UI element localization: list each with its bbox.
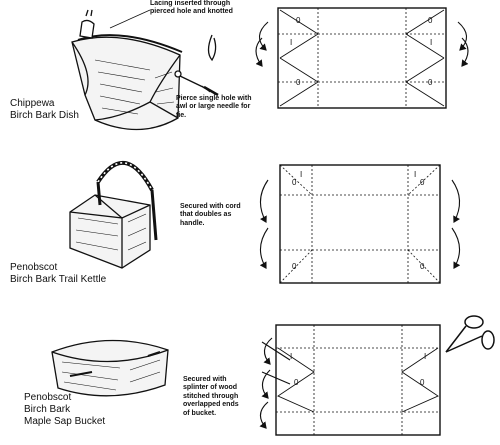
- fold-mark-valley: 0: [292, 262, 297, 271]
- dish-pierce-note: Pierce single hole with awl or large nee…: [176, 95, 251, 120]
- fold-mark-mountain: I: [424, 352, 427, 361]
- kettle-title: Penobscot Birch Bark Trail Kettle: [10, 262, 106, 286]
- fold-mark-valley: 0: [428, 16, 433, 25]
- bucket-illustration: [51, 339, 169, 397]
- bucket-title-line: Birch Bark: [24, 404, 71, 415]
- dish-illustration: [71, 9, 219, 131]
- note-line: stitched through: [183, 392, 239, 400]
- fold-mark-valley: 0: [420, 178, 425, 187]
- bucket-pattern: [259, 324, 441, 436]
- kettle-pattern: [259, 164, 461, 284]
- note-line: Secured with: [183, 376, 227, 383]
- scissors-icon: [445, 315, 495, 353]
- dish-pattern: [255, 7, 469, 109]
- fold-mark-mountain: I: [430, 38, 433, 47]
- note-line: of bucket.: [183, 409, 217, 417]
- note-line: Pierce single hole with: [176, 95, 252, 102]
- kettle-illustration: [69, 161, 158, 269]
- fold-mark-valley: 0: [420, 262, 425, 271]
- fold-mark-valley: 0: [294, 378, 299, 387]
- note-line: Secured with cord: [180, 203, 241, 210]
- bucket-title-line: Maple Sap Bucket: [24, 416, 106, 427]
- fold-mark-valley: 0: [428, 78, 433, 87]
- dish-title: Chippewa Birch Bark Dish: [10, 98, 79, 122]
- fold-mark-valley: 0: [420, 378, 425, 387]
- kettle-title-line: Penobscot: [10, 262, 58, 273]
- note-line: awl or large needle for: [176, 103, 251, 111]
- fold-mark-valley: 0: [292, 178, 297, 187]
- dish-lacing-note: Lacing inserted through pierced hole and…: [150, 0, 233, 17]
- note-line: handle.: [180, 219, 205, 227]
- note-line: Lacing inserted through: [150, 0, 231, 7]
- fold-mark-mountain: I: [414, 170, 417, 179]
- bucket-splinter-note: Secured with splinter of wood stitched t…: [183, 376, 239, 418]
- note-line: that doubles as: [180, 211, 232, 219]
- fold-mark-mountain: I: [290, 38, 293, 47]
- fold-mark-mountain: I: [300, 170, 303, 179]
- dish-title-line: Chippewa: [10, 98, 55, 109]
- fold-mark-mountain: I: [290, 352, 293, 361]
- note-line: pierced hole and knotted: [150, 8, 233, 16]
- note-line: splinter of wood: [183, 384, 238, 392]
- fold-mark-valley: 0: [296, 78, 301, 87]
- dish-title-line: Birch Bark Dish: [10, 110, 79, 121]
- leader-lines: [109, 9, 211, 93]
- note-line: tie.: [176, 111, 187, 119]
- kettle-title-line: Birch Bark Trail Kettle: [10, 274, 107, 285]
- bucket-title-line: Penobscot: [24, 392, 72, 403]
- fold-mark-valley: 0: [296, 16, 301, 25]
- kettle-cord-note: Secured with cord that doubles as handle…: [180, 203, 241, 228]
- note-line: overlapped ends: [183, 401, 239, 409]
- bucket-title: Penobscot Birch Bark Maple Sap Bucket: [24, 392, 105, 428]
